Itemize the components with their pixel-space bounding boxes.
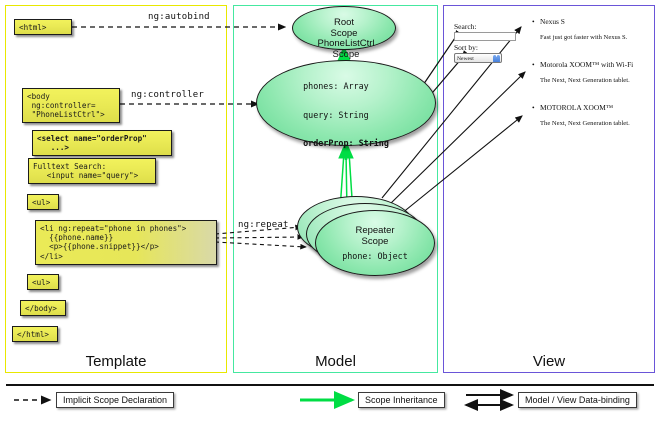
scope-phonelistctrl-title-line1: PhoneListCtrl <box>317 37 375 49</box>
label-ng-repeat: ng:repeat <box>238 220 289 230</box>
panel-view-label: View <box>532 353 566 370</box>
prop-phones: phones: Array <box>303 80 369 91</box>
phone-snippet-2: The Next, Next Generation tablet. <box>540 77 630 84</box>
view-content: Search: Sort by: Newest ▾ Nexus S Fast j… <box>450 12 650 132</box>
scope-phonelistctrl-props: phones: Array query: String orderProp: S… <box>303 63 389 169</box>
sort-by-selected-value: Newest <box>457 56 474 62</box>
label-ng-autobind: ng:autobind <box>148 12 210 22</box>
phone-name-3: MOTOROLA XOOM™ <box>532 103 613 112</box>
legend-scope-inheritance: Scope Inheritance <box>358 392 445 408</box>
phone-snippet-1: Fast just got faster with Nexus S. <box>540 34 628 41</box>
label-ng-controller: ng:controller <box>131 90 205 100</box>
scope-root-title-line2: Scope <box>330 28 358 39</box>
phone-name-2: Motorola XOOM™ with Wi-Fi <box>532 60 633 69</box>
scope-root: Root Scope <box>292 6 396 50</box>
scope-root-title-line1: Root <box>333 17 355 28</box>
panel-template-label: Template <box>85 353 147 370</box>
panel-template: Template <box>5 5 227 373</box>
sort-by-select[interactable]: Newest ▾ <box>454 53 502 63</box>
scope-repeater-title-line2: Scope <box>361 235 389 247</box>
prop-orderprop: orderProp: String <box>303 138 389 149</box>
code-box-body-controller: <body ng:controller= "PhoneListCtrl"> <box>22 88 120 124</box>
scope-phonelistctrl-title-line2: Scope <box>332 48 360 60</box>
chevron-updown-icon: ▾ <box>493 54 500 62</box>
prop-query: query: String <box>303 109 369 120</box>
scope-repeater-title-line1: Repeater <box>355 224 395 236</box>
scope-repeater: Repeater Scope phone: Object <box>315 210 435 276</box>
phone-snippet-3: The Next, Next Generation tablet. <box>540 120 630 127</box>
code-box-ul-close: <ul> <box>27 274 59 291</box>
code-box-select-orderprop: <select name="orderProp" ...> <box>32 130 172 156</box>
legend-implicit-scope-declaration: Implicit Scope Declaration <box>56 392 175 408</box>
code-box-ul-open: <ul> <box>27 194 59 211</box>
code-box-li-ngrepeat: <li ng:repeat="phone in phones"> {{phone… <box>35 220 217 265</box>
scope-phonelistctrl: PhoneListCtrl Scope phones: Array query:… <box>256 38 436 148</box>
view-sort-label: Sort by: <box>454 43 478 52</box>
legend-model-view-data-binding: Model / View Data-binding <box>518 392 637 408</box>
code-box-fulltext-search: Fulltext Search: <input name="query"> <box>28 158 156 184</box>
phone-name-1: Nexus S <box>532 17 565 26</box>
scope-repeater-props: phone: Object <box>342 250 408 261</box>
view-search-label: Search: <box>454 22 477 31</box>
code-box-html-close: </html> <box>12 326 58 343</box>
code-box-body-close: </body> <box>20 300 66 317</box>
legend-divider <box>6 384 654 386</box>
search-input[interactable] <box>454 32 516 41</box>
panel-model-label: Model <box>315 353 356 370</box>
code-box-html-open: <html> <box>14 19 72 36</box>
